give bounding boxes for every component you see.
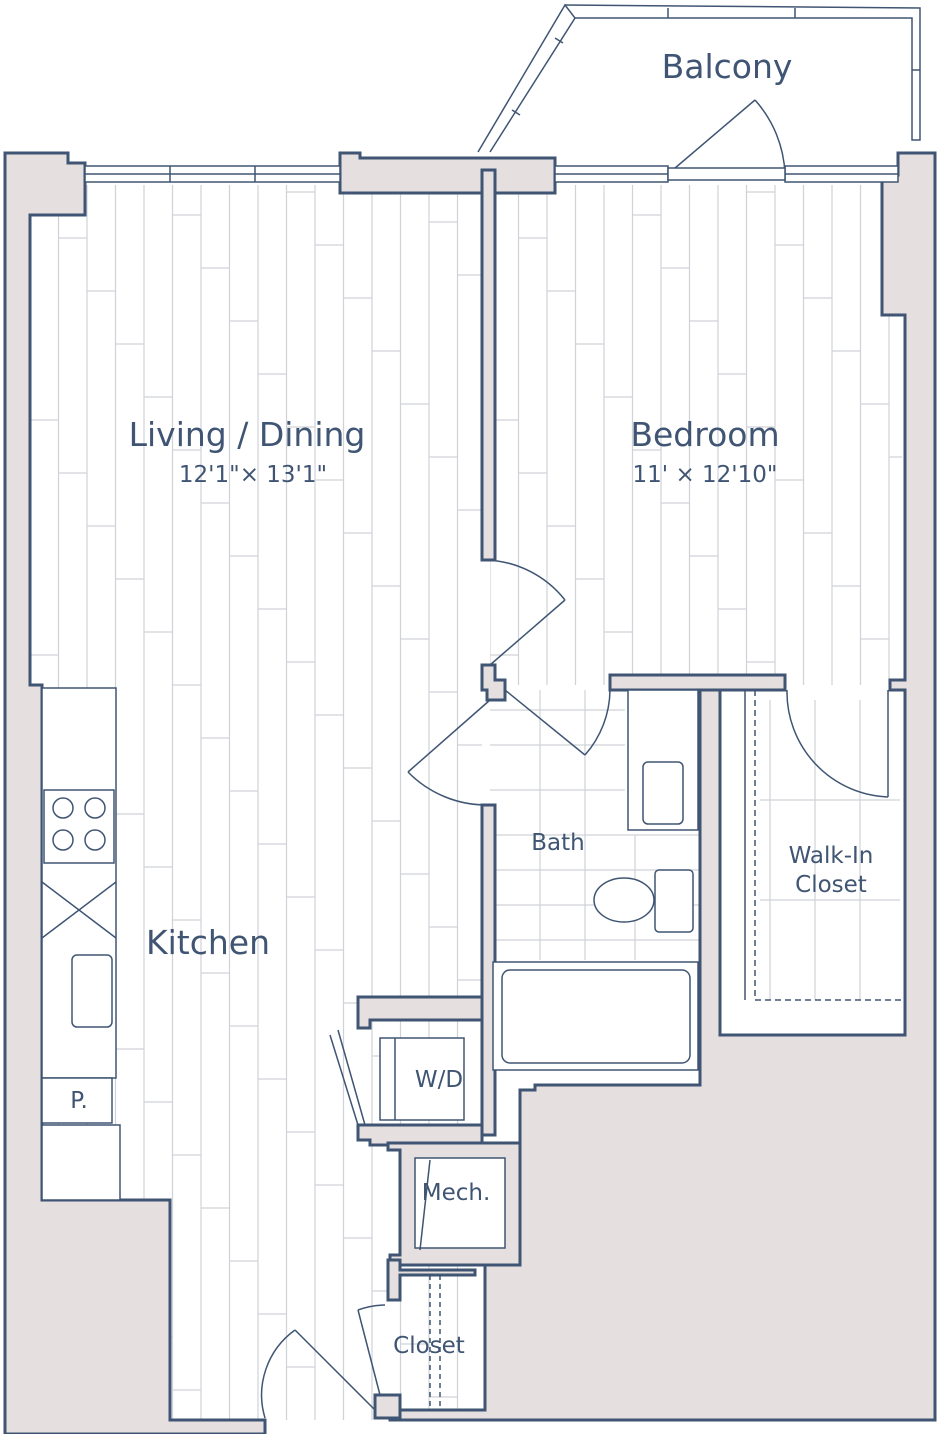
balcony-railing: [477, 3, 921, 153]
bedroom-door: [484, 559, 566, 666]
kitchen-label: Kitchen: [145, 923, 271, 962]
living-label: Living / Dining: [128, 415, 366, 454]
walkin-label-line2: Closet: [795, 872, 867, 898]
balcony-door: [667, 99, 786, 181]
kitchen-counter: [41, 687, 121, 1201]
bath-door: [407, 689, 611, 806]
mech-label: Mech.: [421, 1180, 491, 1206]
bath-fixtures: [492, 689, 699, 1071]
washer-dryer: [329, 1029, 465, 1126]
closet-label: Closet: [393, 1333, 465, 1359]
walkin-label-line1: Walk-In: [788, 843, 874, 869]
bedroom-label: Bedroom: [630, 415, 780, 454]
balcony-label: Balcony: [661, 47, 793, 86]
bedroom-dimensions: 11' × 12'10": [632, 462, 778, 488]
bath-label: Bath: [531, 830, 585, 856]
pantry-label: P.: [70, 1088, 88, 1114]
living-dimensions: 12'1"× 13'1": [178, 462, 328, 488]
exterior-walls: [3, 151, 937, 1434]
bedroom-floor: [490, 185, 902, 685]
mech-unit: [414, 1157, 506, 1251]
walkin-floor: [760, 700, 900, 1000]
windows: [84, 165, 899, 183]
entry-door: [260, 1275, 441, 1419]
washer-dryer-label: W/D: [414, 1067, 464, 1093]
walkin-door: [744, 689, 905, 1001]
